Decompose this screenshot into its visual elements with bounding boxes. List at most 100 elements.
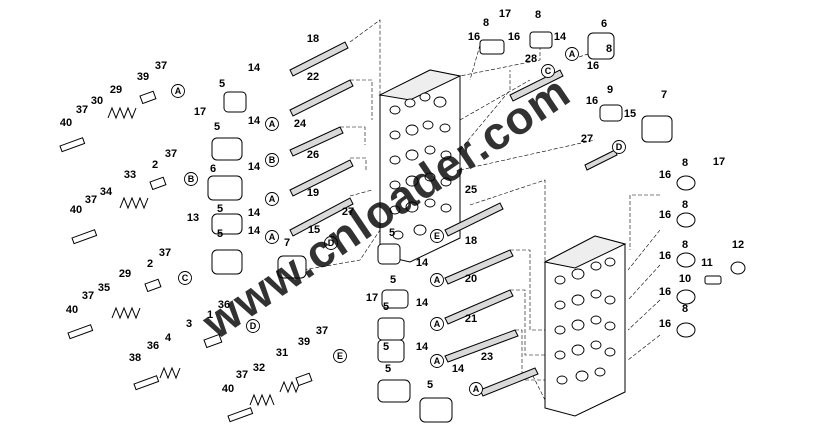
spools-lower bbox=[444, 69, 618, 397]
circled-ref-a: A bbox=[430, 317, 444, 331]
circled-ref-a: A bbox=[265, 117, 279, 131]
circled-letter: D bbox=[616, 142, 623, 152]
callout-5: 5 bbox=[217, 228, 223, 240]
circle-outline bbox=[178, 271, 192, 285]
circle-outline bbox=[324, 236, 338, 250]
callout-35: 35 bbox=[98, 282, 110, 294]
circled-letter: C bbox=[545, 66, 552, 76]
circled-letter: A bbox=[269, 119, 276, 129]
callout-5: 5 bbox=[383, 341, 389, 353]
callout-16: 16 bbox=[587, 60, 599, 72]
callout-5: 5 bbox=[217, 203, 223, 215]
callout-37: 37 bbox=[155, 60, 167, 72]
callout-5: 5 bbox=[219, 78, 225, 90]
callout-34: 34 bbox=[100, 186, 113, 198]
callout-37: 37 bbox=[236, 369, 248, 381]
spool-24 bbox=[289, 126, 344, 157]
callout-16: 16 bbox=[586, 95, 598, 107]
callout-16: 16 bbox=[659, 169, 671, 181]
circle-outline bbox=[612, 140, 626, 154]
callout-15: 15 bbox=[624, 108, 636, 120]
callout-14: 14 bbox=[248, 161, 261, 173]
circled-letter: E bbox=[434, 231, 440, 241]
callout-18: 18 bbox=[307, 33, 319, 45]
callout-37: 37 bbox=[165, 148, 177, 160]
circle-outline bbox=[565, 47, 579, 61]
callout-16: 16 bbox=[659, 209, 671, 221]
circled-ref-d: D bbox=[612, 140, 626, 154]
circle-outline bbox=[430, 354, 444, 368]
circled-letter: E bbox=[337, 351, 343, 361]
circled-ref-a: A bbox=[265, 230, 279, 244]
spool-18b bbox=[444, 249, 514, 285]
circle-outline bbox=[171, 84, 185, 98]
callout-4: 4 bbox=[165, 332, 172, 344]
callout-16: 16 bbox=[659, 318, 671, 330]
circled-letter: B bbox=[188, 174, 195, 184]
callout-5: 5 bbox=[214, 121, 220, 133]
callout-14: 14 bbox=[248, 62, 261, 74]
callout-40: 40 bbox=[66, 304, 78, 316]
spool-28 bbox=[509, 69, 564, 102]
callout-5: 5 bbox=[385, 363, 391, 375]
spool-18 bbox=[289, 41, 349, 77]
callout-33: 33 bbox=[124, 169, 136, 181]
spool-23 bbox=[479, 367, 539, 397]
callout-3: 3 bbox=[186, 318, 192, 330]
callout-10: 10 bbox=[679, 273, 691, 285]
spool-22 bbox=[289, 79, 354, 117]
callout-29: 29 bbox=[119, 268, 131, 280]
callout-20: 20 bbox=[465, 273, 477, 285]
circle-outline bbox=[469, 382, 483, 396]
callout-19: 19 bbox=[307, 187, 319, 199]
callout-14: 14 bbox=[554, 31, 567, 43]
circled-ref-e: E bbox=[333, 349, 347, 363]
callout-6: 6 bbox=[210, 163, 216, 175]
circled-ref-a: A bbox=[171, 84, 185, 98]
circled-letter: D bbox=[250, 321, 257, 331]
circled-letter: B bbox=[269, 155, 276, 165]
callout-39: 39 bbox=[298, 336, 310, 348]
callout-layer: 1822242619277151414141414556551713373929… bbox=[60, 8, 744, 395]
assembly-lines bbox=[279, 19, 661, 401]
callout-26: 26 bbox=[307, 149, 319, 161]
circle-outline bbox=[265, 153, 279, 167]
spools-upper bbox=[289, 41, 354, 237]
circled-letter: A bbox=[269, 194, 276, 204]
callout-14: 14 bbox=[416, 341, 429, 353]
callout-17: 17 bbox=[194, 106, 206, 118]
circle-outline bbox=[430, 317, 444, 331]
callout-5: 5 bbox=[390, 274, 396, 286]
callout-8: 8 bbox=[682, 303, 688, 315]
callout-16: 16 bbox=[659, 250, 671, 262]
callout-9: 9 bbox=[607, 84, 613, 96]
spool-21 bbox=[444, 329, 519, 363]
callout-8: 8 bbox=[483, 17, 489, 29]
spool-25 bbox=[444, 202, 504, 237]
callout-23: 23 bbox=[481, 351, 493, 363]
callout-7: 7 bbox=[284, 237, 290, 249]
circled-letter: A bbox=[175, 86, 182, 96]
callout-2: 2 bbox=[152, 159, 158, 171]
callout-27: 27 bbox=[342, 206, 354, 218]
springs bbox=[107, 106, 301, 407]
circled-letter: A bbox=[434, 319, 441, 329]
callout-40: 40 bbox=[70, 204, 82, 216]
caps-right bbox=[676, 175, 746, 338]
callout-40: 40 bbox=[222, 383, 234, 395]
callout-14: 14 bbox=[248, 115, 261, 127]
callout-16: 16 bbox=[659, 286, 671, 298]
callout-11: 11 bbox=[701, 257, 713, 269]
callout-17: 17 bbox=[499, 8, 511, 20]
circle-outline bbox=[430, 229, 444, 243]
callout-16: 16 bbox=[508, 31, 520, 43]
callout-25: 25 bbox=[465, 184, 477, 196]
callout-1: 1 bbox=[207, 309, 213, 321]
callout-13: 13 bbox=[187, 212, 199, 224]
callout-40: 40 bbox=[60, 117, 72, 129]
circled-letter: A bbox=[269, 232, 276, 242]
caps bbox=[207, 31, 673, 423]
callout-17: 17 bbox=[366, 292, 378, 304]
callout-27: 27 bbox=[581, 133, 593, 145]
